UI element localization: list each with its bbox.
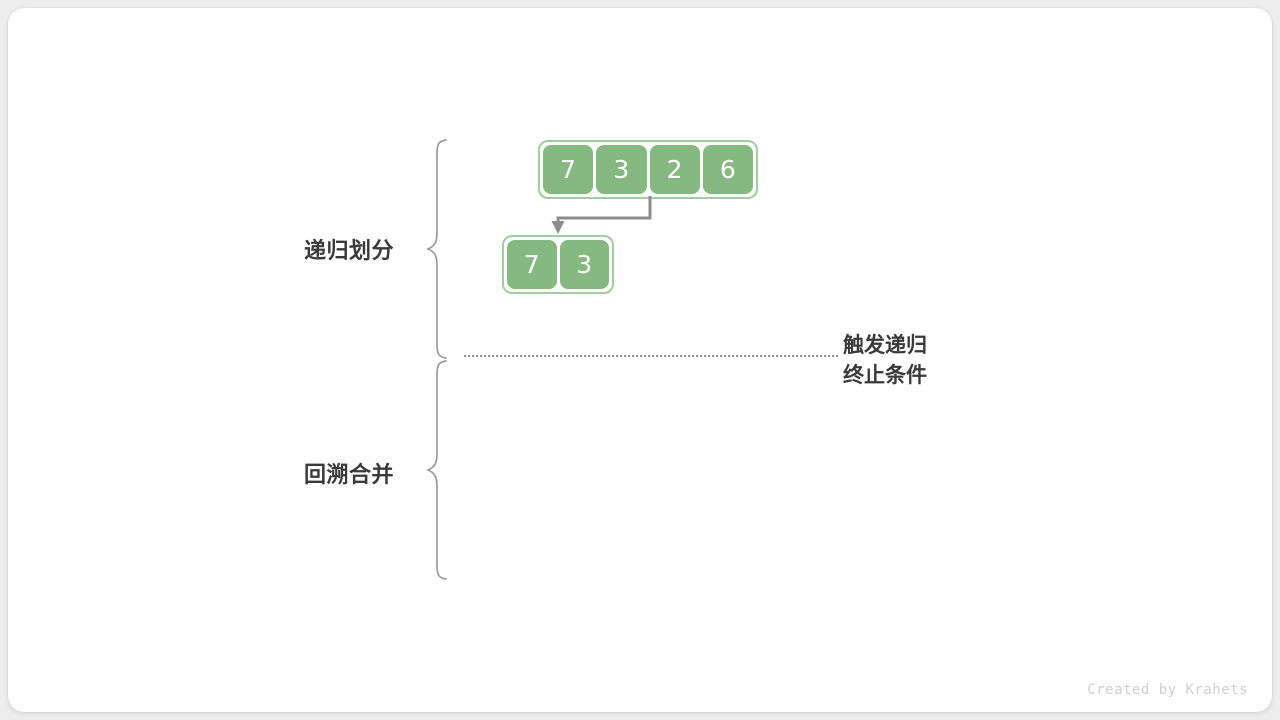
section-label-merge: 回溯合并 [304,462,395,487]
array-cell: 7 [507,240,557,289]
section-label-divide: 递归划分 [304,238,395,263]
array-left-half: 7 3 [502,235,614,294]
dotted-divider [464,355,838,357]
annotation-line-1: 触发递归 [843,334,927,357]
diagram-card: 递归划分 回溯合并 7 3 2 6 7 3 [8,8,1272,712]
array-cell: 3 [559,240,609,289]
annotation-termination-condition: 触发递归 终止条件 [843,331,927,391]
array-root: 7 3 2 6 [538,140,758,199]
array-cell: 7 [543,145,594,194]
annotation-line-2: 终止条件 [843,364,927,387]
array-cell: 2 [649,145,700,194]
diagram-stage: 递归划分 回溯合并 7 3 2 6 7 3 [8,8,1272,712]
array-cell: 6 [702,145,753,194]
split-arrow-icon [551,196,652,234]
curly-brace-divide [425,139,447,359]
curly-brace-merge [425,360,447,580]
array-cell: 3 [596,145,647,194]
watermark-credit: Created by Krahets [1087,682,1248,698]
